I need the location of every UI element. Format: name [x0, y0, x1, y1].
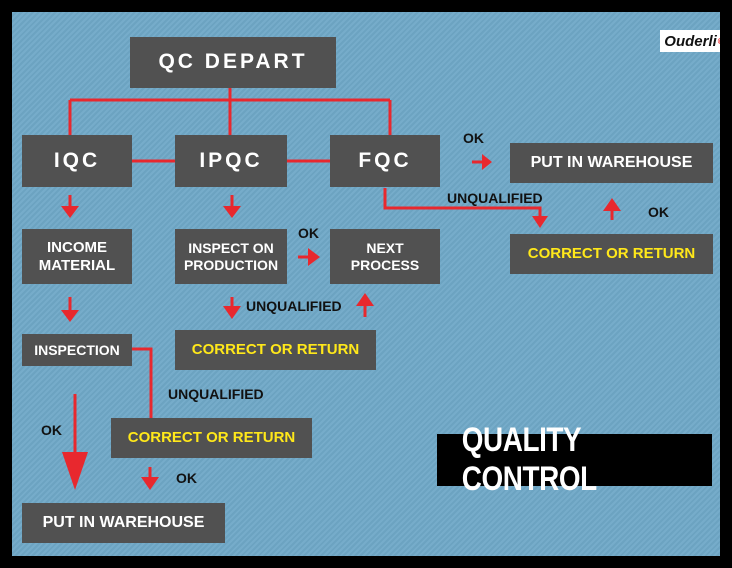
arrowhead-fqc-ok — [482, 154, 492, 170]
put-in-warehouse-top-box: PUT IN WAREHOUSE — [510, 143, 713, 183]
inspect-on-production-box: INSPECT ON PRODUCTION — [175, 229, 287, 284]
label-ok-iqc-left: OK — [41, 422, 62, 438]
correct-or-return-fqc-box: CORRECT OR RETURN — [510, 234, 713, 274]
label-unqualified-iqc: UNQUALIFIED — [168, 386, 264, 402]
arrowhead-iqc-down — [61, 206, 79, 218]
label-ok-fqc-return: OK — [648, 204, 669, 220]
arrowhead-ipqc-unq-down — [223, 306, 241, 319]
label-ok-fqc: OK — [463, 130, 484, 146]
quality-control-banner: QUALITY CONTROL — [437, 421, 712, 498]
income-material-box: INCOME MATERIAL — [22, 229, 132, 284]
next-process-box: NEXT PROCESS — [330, 229, 440, 284]
label-ok-iqc-bottom: OK — [176, 470, 197, 486]
ouderli-logo: Ouderli® — [660, 30, 720, 52]
line-fqc-unqualified — [383, 188, 542, 218]
connectors — [61, 88, 621, 490]
arrowhead-iqc-bottom-ok — [141, 477, 159, 490]
arrowhead-fqc-return-ok — [603, 198, 621, 211]
arrowhead-ipqc-down — [223, 206, 241, 218]
put-in-warehouse-bottom-box: PUT IN WAREHOUSE — [22, 503, 225, 543]
arrowhead-ipqc-unq-up — [356, 293, 374, 306]
arrowhead-income-down — [61, 310, 79, 322]
correct-or-return-iqc-box: CORRECT OR RETURN — [111, 418, 312, 458]
arrowhead-ipqc-ok — [308, 248, 320, 266]
label-ok-ipqc: OK — [298, 225, 319, 241]
fqc-box: FQC — [330, 135, 440, 187]
inspection-box: INSPECTION — [22, 334, 132, 366]
qc-depart-box: QC DEPART — [130, 37, 336, 88]
correct-or-return-ipqc-box: CORRECT OR RETURN — [175, 330, 376, 370]
label-unqualified-ipqc: UNQUALIFIED — [246, 298, 342, 314]
label-unqualified-fqc: UNQUALIFIED — [447, 190, 543, 206]
arrowhead-iqc-ok — [62, 452, 88, 490]
ipqc-box: IPQC — [175, 135, 287, 187]
arrowhead-fqc-unqualified — [532, 216, 548, 228]
diagram-panel: QC DEPART IQC IPQC FQC PUT IN WAREHOUSE … — [12, 12, 720, 556]
line-inspection-unqualified — [132, 347, 153, 420]
iqc-box: IQC — [22, 135, 132, 187]
